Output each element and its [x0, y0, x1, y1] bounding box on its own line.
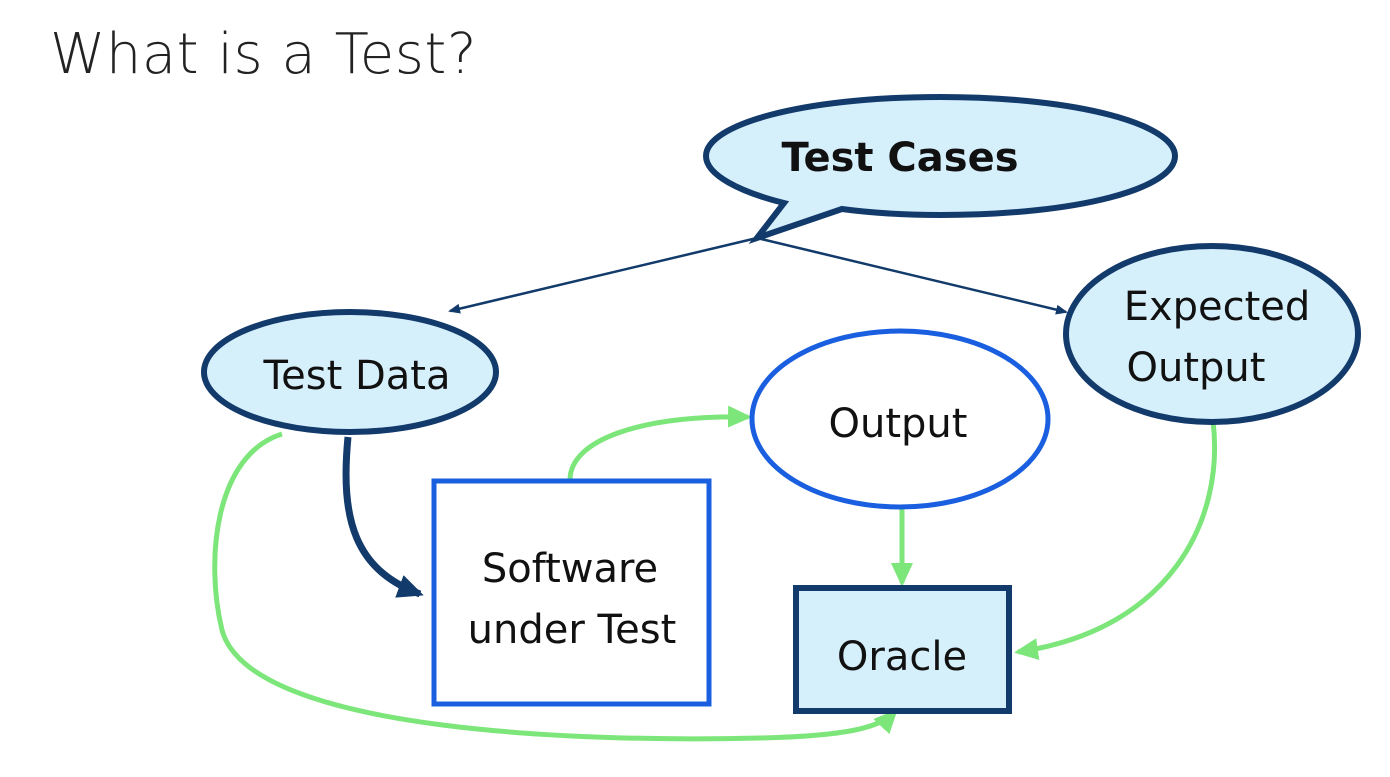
edge-expected-to-oracle [1014, 420, 1218, 661]
edge-testcases-to-expected [756, 236, 1068, 315]
expected-output-label-line1: Expected [1124, 284, 1311, 330]
test-cases-label: Test Cases [781, 135, 1018, 181]
edge-testdata-to-oracle [212, 431, 898, 742]
test-data-node: Test Data [201, 309, 499, 435]
oracle-node: Oracle [793, 585, 1012, 714]
software-under-test-node: Software under Test [431, 478, 712, 707]
software-label-line1: Software [482, 546, 658, 592]
test-data-label: Test Data [263, 353, 451, 399]
slide-title: What is a Test? [50, 22, 478, 87]
software-label-line2: under Test [468, 607, 677, 653]
output-node: Output [749, 328, 1051, 510]
output-label: Output [829, 401, 968, 447]
expected-output-node: Expected Output [1063, 243, 1361, 425]
oracle-label: Oracle [837, 634, 967, 680]
edge-testdata-to-software [342, 436, 424, 598]
edge-software-to-output [567, 405, 752, 481]
edge-testcases-to-testdata [448, 236, 758, 314]
test-cases-node: Test Cases [702, 93, 1179, 245]
expected-output-label-line2: Output [1127, 345, 1266, 391]
